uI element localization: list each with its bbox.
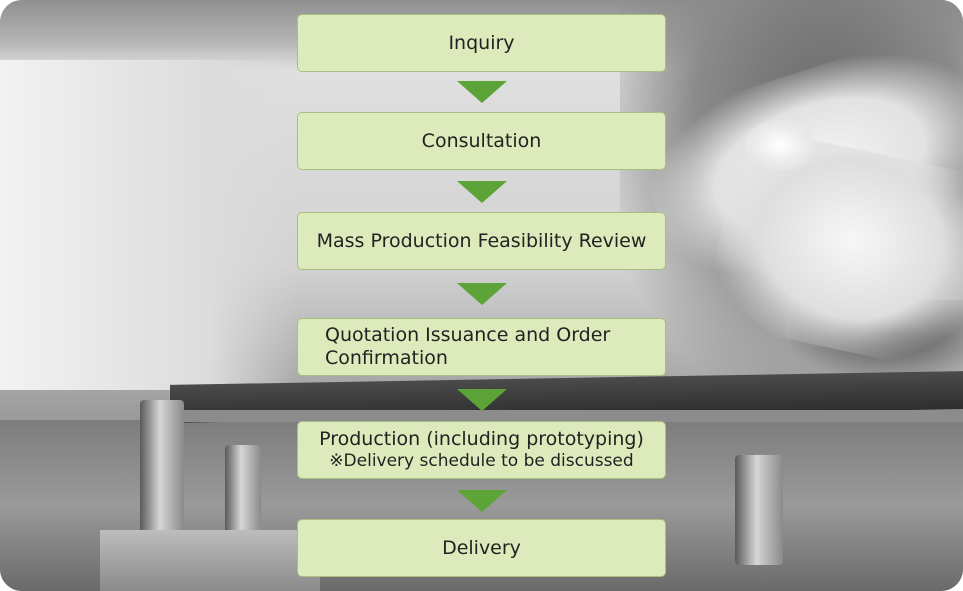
background-photo-table-edge — [170, 410, 963, 422]
step-note: ※Delivery schedule to be discussed — [329, 451, 634, 472]
step-label: Consultation — [421, 129, 542, 152]
step-text-block: Production (including prototyping) ※Deli… — [319, 428, 644, 471]
flow-arrow-down — [457, 389, 507, 411]
flow-arrow-down — [457, 81, 507, 103]
flow-arrow-down — [457, 283, 507, 305]
background-photo-glove-highlight — [745, 120, 815, 170]
step-production: Production (including prototyping) ※Deli… — [297, 421, 666, 479]
step-quotation-order: Quotation Issuance and Order Confirmatio… — [297, 318, 666, 376]
step-label: Inquiry — [448, 31, 515, 54]
step-label: Production (including prototyping) — [319, 428, 644, 451]
background-photo-post — [140, 400, 184, 550]
background-photo-post — [225, 445, 261, 535]
step-label: Mass Production Feasibility Review — [316, 229, 647, 252]
step-feasibility-review: Mass Production Feasibility Review — [297, 212, 666, 270]
flow-arrow-down — [457, 490, 507, 512]
background-photo-post — [735, 455, 783, 565]
background-photo-base-plate — [100, 530, 320, 591]
step-inquiry: Inquiry — [297, 14, 666, 72]
flow-arrow-down — [457, 181, 507, 203]
step-label: Quotation Issuance and Order Confirmatio… — [325, 324, 611, 369]
step-label: Delivery — [442, 536, 521, 559]
background-photo-wall — [0, 60, 300, 390]
step-delivery: Delivery — [297, 519, 666, 577]
step-consultation: Consultation — [297, 112, 666, 170]
